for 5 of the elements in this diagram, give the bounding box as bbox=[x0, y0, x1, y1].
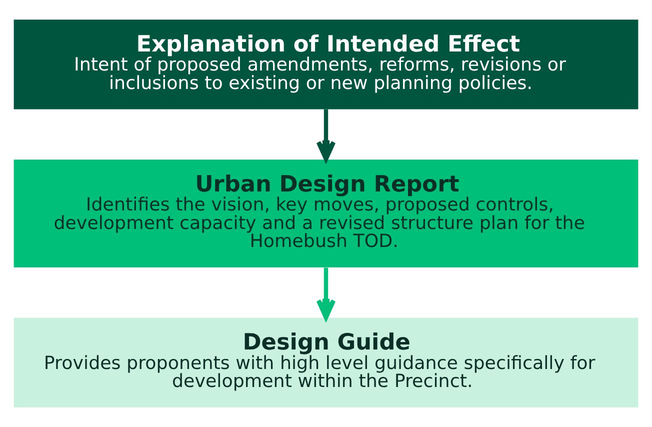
arrow bbox=[316, 268, 336, 320]
node-box: Urban Design Report Identifies the vision, key moves, proposed controls, development capacity and a revised structure plan for the Homebush TOD. bbox=[14, 160, 638, 268]
arrow bbox=[316, 109, 336, 162]
node-box: Explanation of Intended Effect Intent of proposed amendments, reforms, revisions or inclusions to existing or new planning policies. bbox=[14, 20, 638, 110]
node-box: Design Guide Provides proponents with high level guidance specifically for development within the Precinct. bbox=[14, 318, 638, 408]
